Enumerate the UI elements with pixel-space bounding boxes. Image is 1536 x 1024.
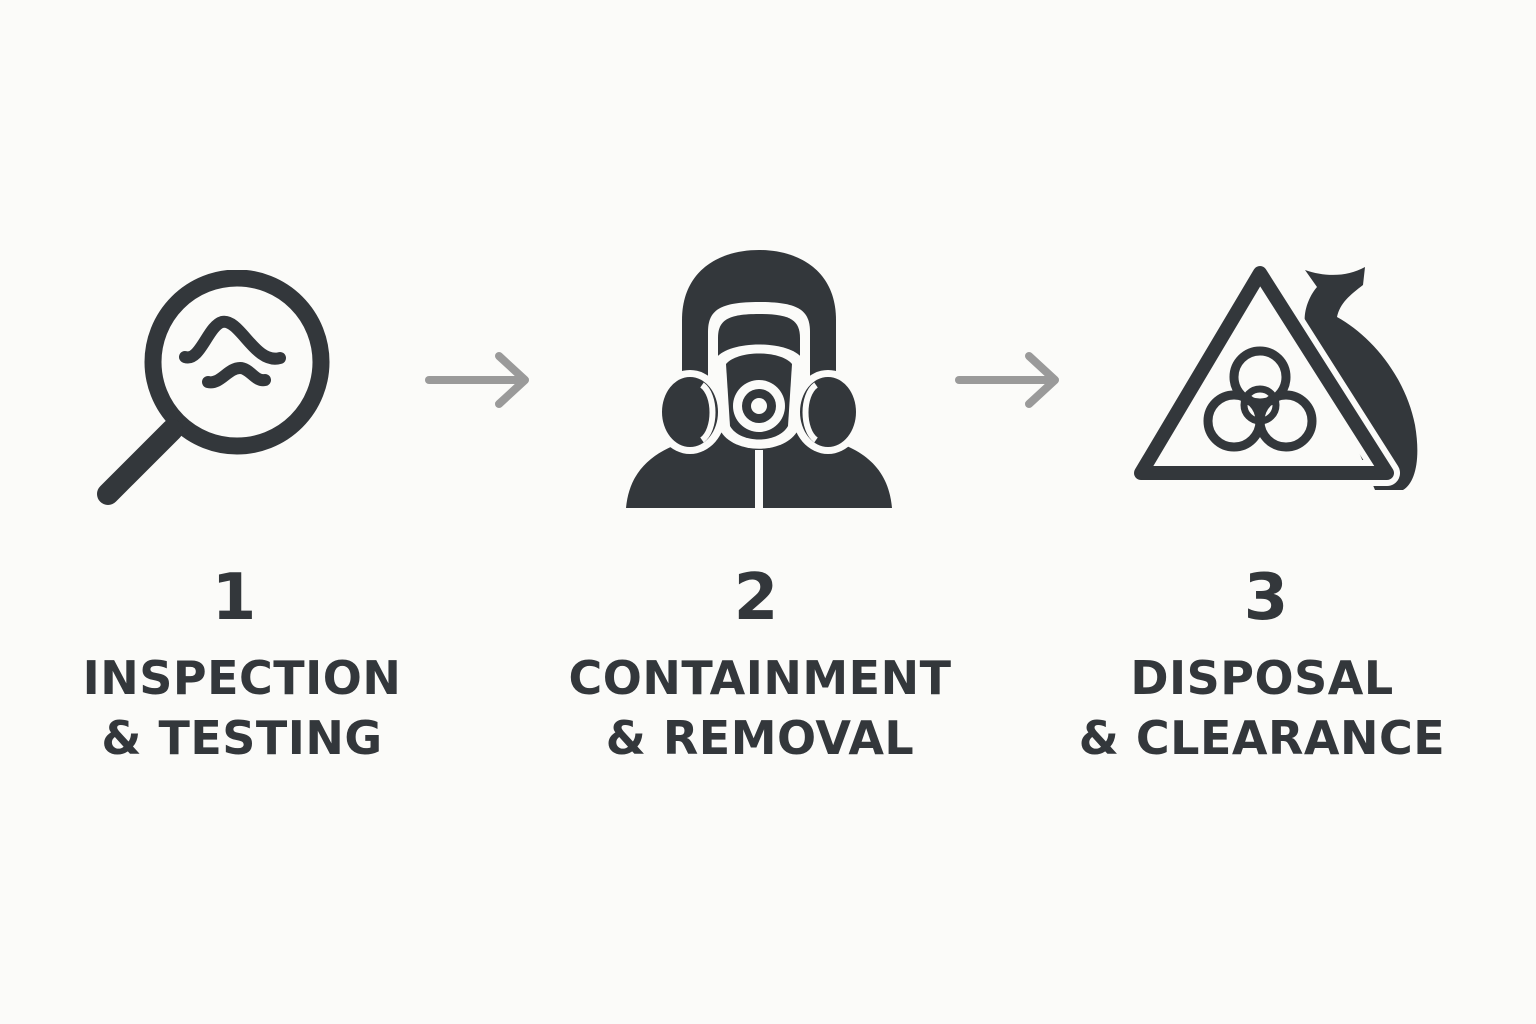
arrow-right-icon [955, 352, 1059, 408]
biohazard-disposal-icon [1128, 260, 1418, 490]
step-title-line2: & REMOVAL [605, 711, 915, 765]
step-number: 3 [1243, 561, 1289, 635]
step-title: INSPECTION & TESTING [32, 648, 452, 768]
step-title-line2: & TESTING [101, 711, 383, 765]
step-title: CONTAINMENT & REMOVAL [550, 648, 970, 768]
arrow-right-icon [425, 352, 529, 408]
respirator-worker-icon [626, 250, 892, 512]
step-title-line1: DISPOSAL [1130, 651, 1394, 705]
step-number: 1 [211, 561, 257, 635]
step-number: 2 [733, 561, 779, 635]
step-title-line2: & CLEARANCE [1078, 711, 1446, 765]
step-title-line1: CONTAINMENT [568, 651, 952, 705]
step-title-line1: INSPECTION [82, 651, 402, 705]
step-title: DISPOSAL & CLEARANCE [1052, 648, 1472, 768]
magnifying-glass-icon [97, 270, 330, 505]
